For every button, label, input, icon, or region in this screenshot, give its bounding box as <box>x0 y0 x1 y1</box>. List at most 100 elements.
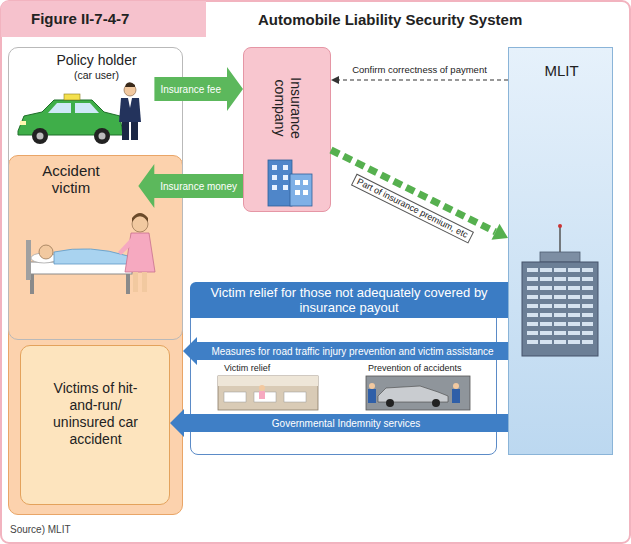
ministry-building-illustration-part-part <box>527 268 593 272</box>
ministry-building-illustration-part-part <box>527 277 593 281</box>
insurance-building-icon-part <box>283 165 288 170</box>
insurance-building-icon-part <box>283 185 288 190</box>
ministry-building-illustration-part-part <box>538 266 540 348</box>
edge-label: Measures for road traffic injury prevent… <box>211 345 493 358</box>
node-title: Accident victim <box>23 162 119 196</box>
taxi-illustration-part <box>99 133 106 140</box>
taxi-illustration <box>18 94 123 144</box>
victim-relief-photo-part <box>224 392 246 402</box>
ministry-building-illustration-part <box>538 266 582 348</box>
car-user-figure-part <box>128 98 132 108</box>
block-arrow <box>183 337 508 365</box>
hospital-bed-illustration-part <box>54 249 128 264</box>
dashed-arrow <box>339 79 508 80</box>
ministry-building-illustration-part-part <box>527 295 593 299</box>
ministry-building-illustration-part-part <box>527 286 593 290</box>
car-user-figure-part <box>119 98 141 122</box>
arrow-head <box>331 76 339 84</box>
block-arrow <box>154 67 243 111</box>
ministry-building-illustration-part-part <box>580 266 582 348</box>
ministry-building-illustration-part-part <box>566 266 568 348</box>
car-user-figure <box>119 82 141 140</box>
nurse-figure-part <box>132 213 148 222</box>
accident-prevention-photo-part <box>432 399 440 407</box>
node-subtitle: (car user) <box>9 69 184 82</box>
victim-relief-photo <box>218 376 318 410</box>
insurance-building-icon-part <box>295 190 300 195</box>
ministry-building-illustration-part-part <box>527 331 593 335</box>
figure-title: Automobile Liability Security System <box>258 11 522 28</box>
edge-label: Governmental Indemnity services <box>272 417 420 430</box>
taxi-illustration-part <box>20 121 26 125</box>
taxi-illustration-part <box>18 100 123 135</box>
node-title: Victims of hit-and-run/ uninsured car ac… <box>53 380 138 448</box>
arrow-head <box>492 224 509 240</box>
insurance-building-icon <box>268 160 312 206</box>
accident-prevention-photo-part <box>452 389 460 403</box>
node-title: MLIT <box>509 62 614 79</box>
car-user-figure-part <box>131 122 138 140</box>
insurance-building-icon-part <box>272 165 277 170</box>
ministry-building-illustration-part <box>527 268 593 344</box>
victim-relief-photo-part <box>218 376 318 386</box>
node-title: Policy holder <box>9 52 184 68</box>
accident-prevention-photo-part <box>369 383 375 389</box>
nurse-figure-part <box>133 272 138 292</box>
nurse-figure <box>118 213 155 292</box>
hospital-bed-illustration-part <box>26 240 31 280</box>
block-arrow <box>170 409 508 437</box>
insurance-building-icon-part <box>272 175 277 180</box>
insurance-building-icon-part <box>303 180 308 185</box>
victim-relief-photo-part <box>218 376 318 410</box>
ministry-building-illustration-part-part <box>527 322 593 326</box>
heading-band: Victim relief for those not adequately c… <box>190 282 508 318</box>
taxi-illustration-part <box>32 128 48 144</box>
taxi-illustration-part <box>75 103 99 113</box>
ministry-building-illustration-part <box>522 262 598 356</box>
uninsured-victims-box: Victims of hit-and-run/ uninsured car ac… <box>20 345 170 505</box>
nurse-figure-part <box>142 272 147 292</box>
ministry-building-illustration-part-part <box>527 304 593 308</box>
source-caption: Source) MLIT <box>10 524 71 535</box>
insurance-building-icon-part <box>283 175 288 180</box>
dashed-thick-arrow <box>331 150 495 232</box>
victim-relief-photo-part <box>284 392 306 402</box>
insurance-building-icon-part <box>303 190 308 195</box>
car-user-figure-part <box>122 122 129 140</box>
accident-prevention-photo-part <box>368 389 376 403</box>
hospital-bed-illustration <box>26 240 132 294</box>
taxi-illustration-part <box>64 94 80 100</box>
accident-prevention-photo-part <box>386 399 394 407</box>
hospital-bed-illustration-part <box>39 245 53 259</box>
ministry-building-illustration-part-part <box>527 340 593 344</box>
taxi-illustration-part <box>48 103 71 113</box>
hospital-bed-illustration-part <box>126 274 130 294</box>
taxi-illustration-part <box>37 133 44 140</box>
ministry-building-illustration-part <box>540 252 580 262</box>
edge-label: Confirm correctness of payment <box>352 64 487 75</box>
ministry-building-illustration-part <box>559 226 561 252</box>
taxi-illustration-part <box>94 128 110 144</box>
edge-label: Insurance money <box>160 180 237 193</box>
ministry-building-illustration <box>522 224 598 356</box>
nurse-figure-part <box>125 233 155 272</box>
photo-caption: Victim relief <box>224 363 270 373</box>
accident-victim-box: Victims of hit-and-run/ uninsured car ac… <box>8 155 183 515</box>
insurance-building-icon-part <box>268 160 292 206</box>
nurse-figure-part <box>118 238 133 255</box>
insurance-building-icon-part <box>290 174 312 206</box>
ministry-building-illustration-part-part <box>527 313 593 317</box>
node-title: Insurance company <box>272 66 304 150</box>
ministry-building-illustration-part <box>558 224 562 228</box>
edge-label: Insurance fee <box>160 83 221 96</box>
car-user-figure-part <box>125 82 135 87</box>
accident-prevention-photo-part <box>453 383 459 389</box>
ministry-building-illustration-part-part <box>552 266 554 348</box>
accident-prevention-photo-part <box>366 376 470 410</box>
insurance-building-icon-part <box>272 185 277 190</box>
photo-caption: Prevention of accidents <box>368 363 462 373</box>
